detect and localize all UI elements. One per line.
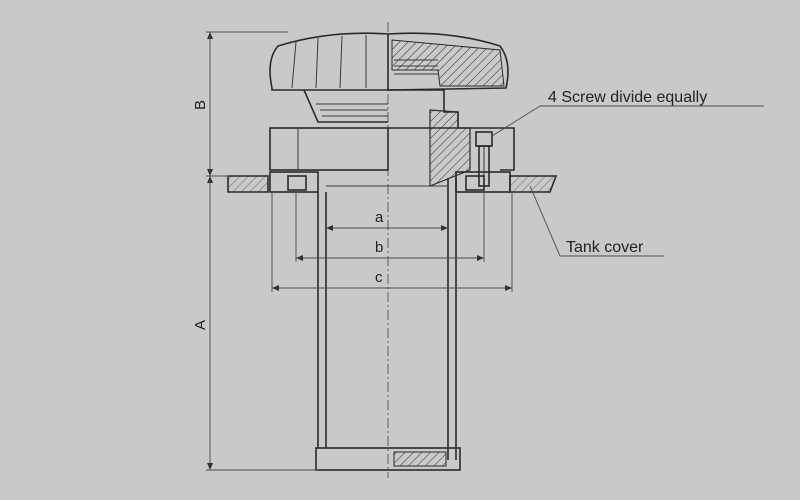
label-b: b: [375, 239, 383, 256]
tank-cover-callout-text: Tank cover: [566, 239, 644, 256]
label-c: c: [375, 269, 383, 286]
dimension-B: [206, 31, 288, 177]
dimension-a: [326, 225, 448, 231]
flange-housing: [269, 109, 515, 187]
label-a: a: [375, 209, 384, 226]
tank-cover-callout-leader: [529, 185, 664, 257]
strainer-body: [315, 178, 461, 471]
dimension-b: [295, 192, 485, 262]
tank-cover-plate: [227, 171, 558, 193]
label-A: A: [192, 320, 209, 330]
screw-callout-text: 4 Screw divide equally: [548, 89, 707, 106]
label-B: B: [192, 100, 209, 110]
dimension-A: [206, 176, 318, 471]
screw-callout-leader: [491, 105, 764, 137]
knob: [269, 32, 509, 91]
dimension-c: [271, 192, 513, 292]
